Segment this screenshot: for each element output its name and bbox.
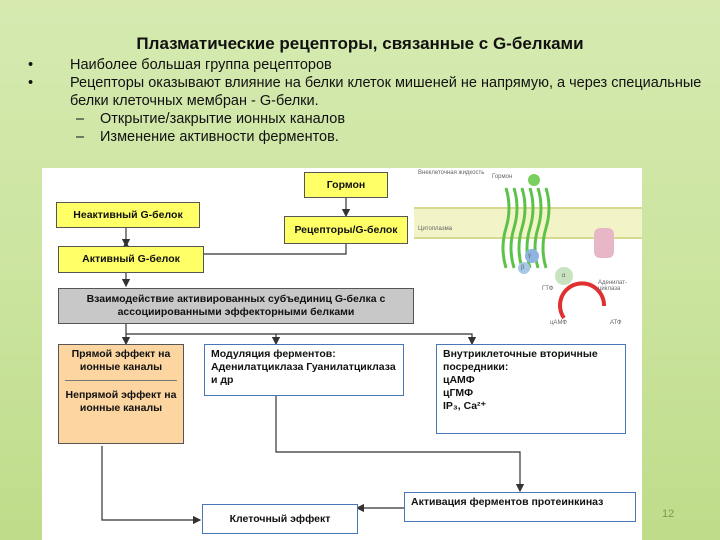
slide-number: 12 [662,508,675,520]
bullet-text: Наиболее большая группа рецепторов [70,57,332,73]
g-protein-flow-diagram: Гормон Рецепторы/G-белок Неактивный G-бе… [42,168,642,540]
beta-label: β [521,265,525,271]
indirect-effect-label: Непрямой эффект на ионные каналы [65,389,177,414]
second-messenger-item: IP₃, Ca²⁺ [443,400,487,412]
bullet-text: Рецепторы оказывают влияние на белки кле… [70,75,702,109]
second-messenger-item: цАМФ [443,374,475,386]
membrane-illustration-graphic [414,174,642,320]
second-messengers-heading: Внутриклеточные вторичные посредники: [443,348,598,373]
enzyme-modulation-box: Модуляция ферментов: Аденилатциклаза Гуа… [204,344,404,396]
gtp-label: ГТФ [542,286,554,292]
gamma-label: γ [528,253,531,259]
bullet-marker: • [28,75,34,91]
membrane-receptor-illustration: Внеклеточная жидкость Гормон Цитоплазма … [414,168,642,338]
receptor-box: Рецепторы/G-белок [284,216,408,244]
cytoplasm-label: Цитоплазма [418,226,453,232]
subbullet-marker: – [76,129,85,145]
cell-effect-box: Клеточный эффект [202,504,358,534]
camp-label: цАМФ [550,320,567,326]
second-messenger-item: цГМФ [443,387,474,399]
active-g-protein-box: Активный G-белок [58,246,204,273]
ion-channel-effects-box: Прямой эффект на ионные каналы Непрямой … [58,344,184,444]
bullet-item: • Наиболее большая группа рецепторов [28,56,708,74]
interaction-box: Взаимодействие активированных субъединиц… [58,288,414,324]
slide-title: Плазматические рецепторы, связанные с G-… [136,34,584,53]
hormone-box: Гормон [304,172,388,198]
extracellular-label: Внеклеточная жидкость [418,170,485,176]
bullet-item: • Рецепторы оказывают влияние на белки к… [28,74,708,110]
second-messengers-box: Внутриклеточные вторичные посредники: цА… [436,344,626,434]
protein-kinase-box: Активация ферментов протеинкиназ [404,492,636,522]
alpha-label: α [562,273,566,279]
bullet-list: • Наиболее большая группа рецепторов • Р… [28,56,708,146]
subbullet-item: – Открытие/закрытие ионных каналов [28,110,708,128]
inactive-g-protein-box: Неактивный G-белок [56,202,200,228]
subbullet-text: Открытие/закрытие ионных каналов [100,111,346,127]
adenylate-cyclase-label: Аденилат-циклаза [598,280,627,292]
subbullet-item: – Изменение активности ферментов. [28,128,708,146]
hormone-art-label: Гормон [492,174,513,180]
direct-effect-label: Прямой эффект на ионные каналы [65,348,177,381]
bullet-marker: • [28,57,34,73]
subbullet-marker: – [76,111,85,127]
subbullet-text: Изменение активности ферментов. [100,129,339,145]
atp-label: АТФ [610,320,622,326]
